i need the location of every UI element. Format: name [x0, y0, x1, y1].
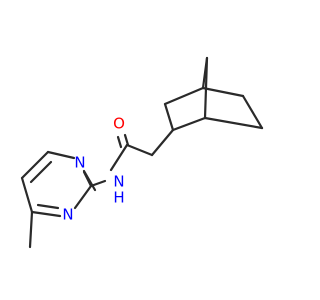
- bond-c4-n3: [30, 210, 62, 218]
- norbornyl-group: [163, 56, 264, 132]
- bond-c4-n3-double: [36, 203, 60, 210]
- bond-n3-c2: [73, 184, 93, 210]
- amide-hydrogen-label: H: [113, 189, 124, 207]
- pyrimidine-ring: [20, 150, 97, 249]
- bond-ch2-carbonyl: [125, 143, 154, 157]
- pyrimidine-n1-label: N: [74, 154, 85, 172]
- bond-carbonyl-o-2: [116, 135, 123, 149]
- pyrimidine-n3-label: N: [62, 206, 73, 224]
- molecule-drawing: O N H N N: [20, 56, 264, 249]
- bond-c1-c2: [171, 116, 207, 132]
- bond-c4-c5: [201, 86, 245, 98]
- structure-canvas: O N H N N: [20, 56, 264, 249]
- bond-n1-c6: [46, 150, 76, 160]
- bond-c2-c3: [163, 102, 175, 132]
- bond-c7-c1: [203, 56, 209, 120]
- bond-carbonyl-n: [109, 143, 129, 172]
- bond-c6-c1: [203, 116, 264, 130]
- acetamide-group: [89, 128, 175, 188]
- bond-carbonyl-o-1: [123, 133, 130, 147]
- bond-n1-c2-double: [82, 169, 97, 192]
- bond-c4-methyl: [28, 210, 34, 249]
- bond-c5-c6: [241, 94, 264, 130]
- amide-nitrogen-label: N: [113, 173, 124, 191]
- oxygen-label: O: [113, 115, 125, 133]
- bond-c2-ch2: [150, 128, 175, 157]
- bond-c5-c4: [20, 176, 34, 214]
- bond-c6-c5-double: [29, 160, 53, 184]
- bond-c6-c5: [20, 150, 50, 180]
- bond-c3-c4: [163, 86, 205, 106]
